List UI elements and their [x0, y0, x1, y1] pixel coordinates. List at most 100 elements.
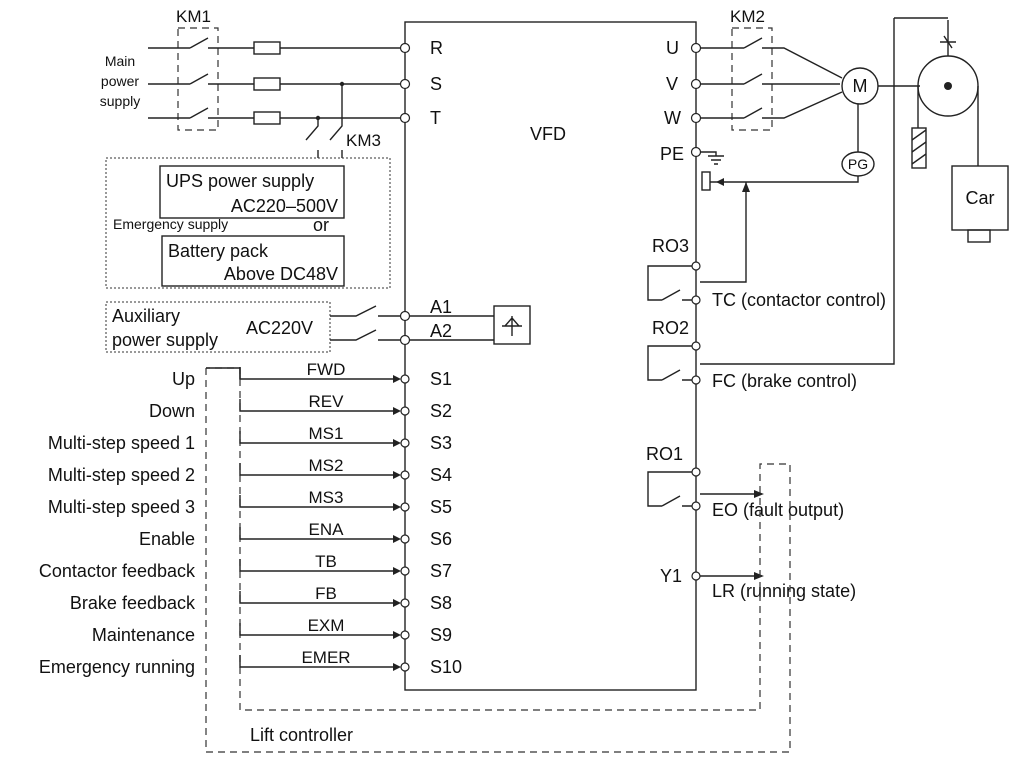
km2-label: KM2	[730, 7, 765, 26]
input-signal-2: REV	[309, 392, 345, 411]
ups-line2: AC220–500V	[231, 196, 338, 216]
input-signal-8: FB	[315, 584, 337, 603]
terminal-s10-label: S10	[430, 657, 462, 677]
terminal-s7-label: S7	[430, 561, 452, 581]
input-signal-5: MS3	[309, 488, 344, 507]
terminal-s9-label: S9	[430, 625, 452, 645]
encoder-label: PG	[848, 156, 868, 172]
phase-lines	[148, 37, 400, 125]
input-wire-10	[239, 655, 398, 668]
terminal-s3-label: S3	[430, 433, 452, 453]
ups-box	[159, 165, 345, 219]
fc-terminal	[691, 375, 701, 385]
ro1-label: RO1	[646, 444, 683, 464]
counterweight	[911, 127, 927, 169]
input-arrow-2	[393, 407, 401, 415]
input-arrow-1	[393, 375, 401, 383]
eo-terminal	[691, 501, 701, 511]
input-signal-1: FWD	[307, 360, 346, 379]
terminal-u	[690, 42, 702, 54]
km1-contactor-box	[177, 27, 219, 131]
car-label: Car	[965, 188, 994, 208]
ground-icon	[700, 151, 724, 165]
terminal-a1-label: A1	[430, 297, 452, 317]
terminal-s3	[400, 438, 410, 448]
input-wire-5	[239, 495, 398, 508]
terminal-s4	[400, 470, 410, 480]
terminal-v	[690, 78, 702, 90]
motor-label: M	[853, 76, 868, 96]
ro2-label: RO2	[652, 318, 689, 338]
ro2-terminal	[691, 341, 701, 351]
input-arrow-9	[393, 631, 401, 639]
tc-terminal	[691, 295, 701, 305]
battery-line2: Above DC48V	[224, 264, 338, 284]
km1-label: KM1	[176, 7, 211, 26]
lift-controller-outline	[205, 367, 791, 753]
pg-connector	[701, 171, 711, 191]
terminal-s1	[400, 374, 410, 384]
aux-voltage: AC220V	[246, 318, 313, 338]
input-label-5: Multi-step speed 3	[48, 497, 195, 517]
main-power-supply: Main power supply	[100, 53, 140, 109]
terminal-s8-label: S8	[430, 593, 452, 613]
input-arrow-8	[393, 599, 401, 607]
terminal-s5	[400, 502, 410, 512]
vfd-label: VFD	[530, 124, 566, 144]
terminal-w	[690, 112, 702, 124]
terminal-s8	[400, 598, 410, 608]
emergency-supply-label: Emergency supply	[113, 216, 228, 232]
main-power-line3: supply	[100, 93, 140, 109]
input-label-6: Enable	[139, 529, 195, 549]
auxiliary-supply-box	[105, 301, 331, 353]
terminal-r-label: R	[430, 38, 443, 58]
input-wire-8	[239, 591, 398, 604]
terminal-s6-label: S6	[430, 529, 452, 549]
terminal-t-label: T	[430, 108, 441, 128]
terminal-s5-label: S5	[430, 497, 452, 517]
input-signal-6: ENA	[309, 520, 345, 539]
terminal-a1	[399, 310, 411, 322]
input-wire-7	[239, 559, 398, 572]
input-wire-4	[239, 463, 398, 476]
terminal-pe	[690, 146, 702, 158]
terminal-u-label: U	[666, 38, 679, 58]
km3-branch	[305, 81, 345, 158]
terminal-r	[399, 42, 411, 54]
input-label-7: Contactor feedback	[39, 561, 196, 581]
input-signal-3: MS1	[309, 424, 344, 443]
terminal-s10	[400, 662, 410, 672]
ro1-terminal	[691, 467, 701, 477]
terminal-s2	[400, 406, 410, 416]
input-arrow-4	[393, 471, 401, 479]
input-label-10: Emergency running	[39, 657, 195, 677]
ro3-desc: TC (contactor control)	[712, 290, 886, 310]
emergency-supply-box	[105, 157, 391, 289]
input-wire-3	[239, 431, 398, 444]
output-lines	[700, 37, 843, 119]
aux-wiring	[330, 305, 531, 345]
input-label-2: Down	[149, 401, 195, 421]
km3-label: KM3	[346, 131, 381, 150]
input-wire-6	[239, 527, 398, 540]
input-label-4: Multi-step speed 2	[48, 465, 195, 485]
input-label-3: Multi-step speed 1	[48, 433, 195, 453]
input-label-1: Up	[172, 369, 195, 389]
ro2-desc: FC (brake control)	[712, 371, 857, 391]
aux-line1: Auxiliary	[112, 306, 180, 326]
terminal-s2-label: S2	[430, 401, 452, 421]
input-arrow-3	[393, 439, 401, 447]
main-power-line1: Main	[105, 53, 135, 69]
encoder-pg	[841, 151, 875, 177]
input-wire-9	[239, 623, 398, 636]
ro1-desc: EO (fault output)	[712, 500, 844, 520]
input-wire-2	[239, 399, 398, 412]
terminal-w-label: W	[664, 108, 681, 128]
vfd-box	[404, 21, 697, 691]
y1-terminal	[691, 571, 701, 581]
input-arrow-7	[393, 567, 401, 575]
terminal-t	[399, 112, 411, 124]
input-arrow-10	[393, 663, 401, 671]
